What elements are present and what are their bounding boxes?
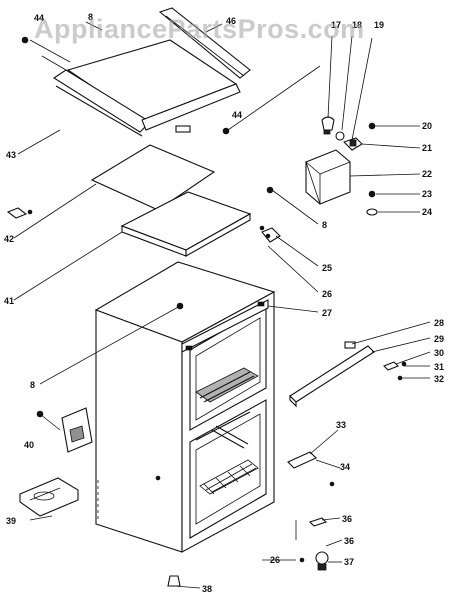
crisper-cover: [90, 144, 216, 211]
shelf-frame-assembly: [21, 7, 251, 137]
bracket-40: [36, 407, 93, 453]
callout-36-lower: 36: [344, 536, 354, 546]
callout-22: 22: [422, 169, 432, 179]
callout-27: 27: [322, 308, 332, 318]
callout-46: 46: [226, 16, 236, 26]
door-bar: [287, 341, 407, 487]
callout-20: 20: [422, 121, 432, 131]
callout-labels: 44 8 46 17 18 19 20 21 22 23 24 8 25 26 …: [4, 12, 444, 594]
callout-31: 31: [434, 362, 444, 372]
callout-26-bottom: 26: [270, 555, 280, 565]
callout-8-mid: 8: [322, 220, 327, 230]
callout-33: 33: [336, 420, 346, 430]
callout-43: 43: [6, 150, 16, 160]
callout-42: 42: [4, 234, 14, 244]
leader-lines: [13, 21, 431, 589]
callout-17: 17: [331, 20, 341, 30]
callout-41: 41: [4, 296, 14, 306]
callout-28: 28: [434, 318, 444, 328]
callout-30: 30: [434, 348, 444, 358]
callout-23: 23: [422, 189, 432, 199]
small-bracket: [6, 207, 33, 219]
callout-8-top: 8: [88, 12, 93, 22]
callout-44-top: 44: [34, 13, 44, 23]
top-hinge: [259, 225, 281, 243]
callout-44-right: 44: [232, 110, 242, 120]
callout-19: 19: [374, 20, 384, 30]
callout-34: 34: [340, 462, 350, 472]
callout-26-hinge: 26: [322, 289, 332, 299]
callout-39: 39: [6, 516, 16, 526]
callout-38: 38: [202, 584, 212, 594]
callout-24: 24: [422, 207, 432, 217]
refrigerator-cabinet: [94, 261, 276, 553]
callout-40: 40: [24, 440, 34, 450]
egg-tray: [19, 477, 79, 517]
crisper-shelf: [120, 191, 252, 257]
callout-25-hinge: 25: [322, 263, 332, 273]
callout-18: 18: [352, 20, 362, 30]
callout-36-upper: 36: [342, 514, 352, 524]
control-assembly: [266, 116, 378, 216]
callout-21: 21: [422, 143, 432, 153]
callout-29: 29: [434, 334, 444, 344]
callout-32: 32: [434, 374, 444, 384]
callout-37: 37: [344, 557, 354, 567]
callout-8-left: 8: [30, 380, 35, 390]
